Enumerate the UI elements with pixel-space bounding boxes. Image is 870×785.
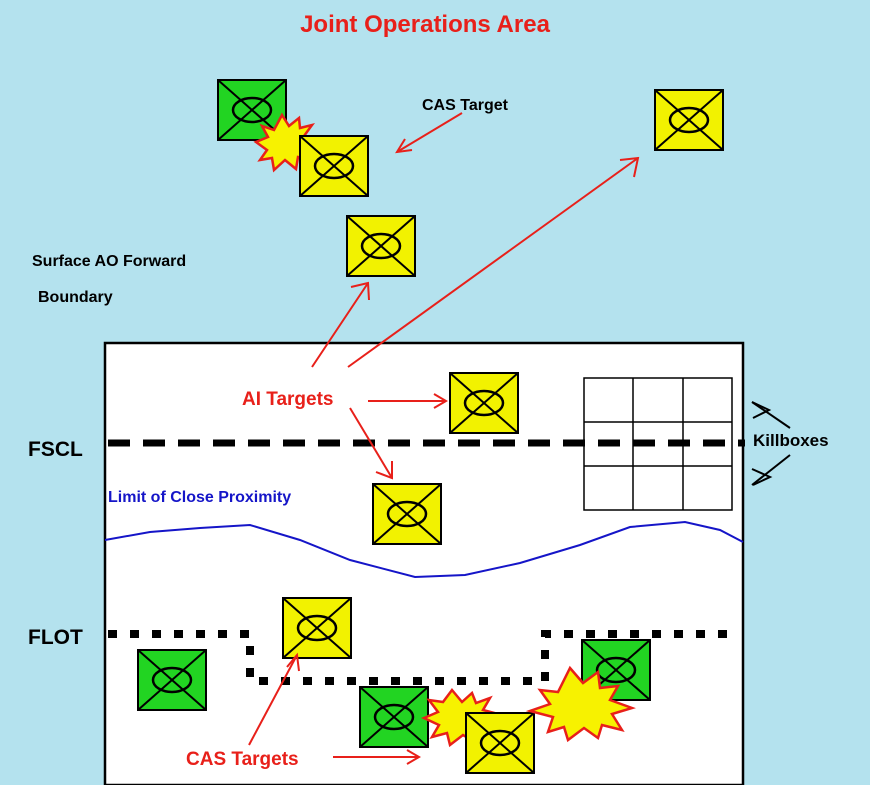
cas-target-bottom [464, 711, 536, 775]
flot-label: FLOT [28, 626, 83, 649]
arrow-cas-flot [248, 654, 298, 746]
explosion-burst-bottom-right [525, 665, 636, 743]
arrow-cas-target [396, 112, 463, 153]
killboxes-label: Killboxes [753, 431, 829, 450]
diagram-title: Joint Operations Area [300, 11, 550, 38]
flot-line [108, 630, 740, 685]
killbox-pointer-brackets [751, 401, 791, 486]
arrow-ai-far [347, 157, 639, 368]
cas-targets-label: CAS Targets [186, 749, 299, 770]
surface-ao-label-line2: Boundary [38, 289, 113, 306]
fscl-label: FSCL [28, 438, 83, 461]
enemy-target-top-right [653, 88, 725, 152]
arrow-ai-lower [349, 407, 393, 479]
cas-target-flot [281, 596, 353, 660]
ai-targets-label: AI Targets [242, 389, 334, 410]
limit-of-close-proximity-line [104, 520, 744, 579]
arrow-ai-deep [311, 282, 369, 368]
limit-of-close-proximity-label: Limit of Close Proximity [108, 489, 291, 506]
ai-target-lower [371, 482, 443, 546]
cas-target-label: CAS Target [422, 97, 509, 114]
arrows [248, 112, 640, 765]
surface-ao-label-line1: Surface AO Forward [32, 253, 186, 270]
cas-target-top [298, 134, 370, 198]
friendly-unit-left [136, 648, 208, 712]
friendly-unit-bottom [358, 685, 430, 749]
enemy-target-deep [345, 214, 417, 278]
ai-target-right [448, 371, 520, 435]
